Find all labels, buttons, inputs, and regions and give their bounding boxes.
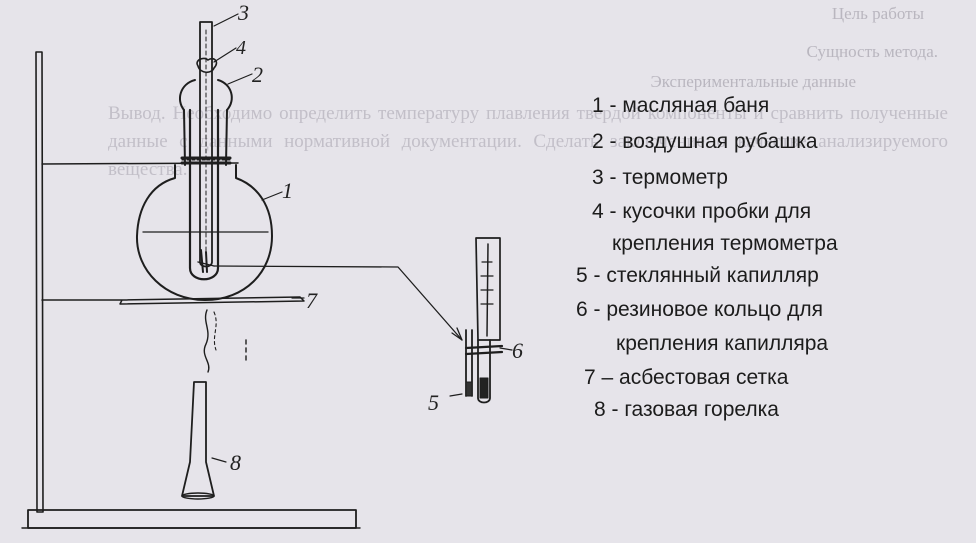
- legend-item-5: 5 - стеклянный капилляр: [576, 264, 819, 287]
- flask-top-bulb: [179, 79, 233, 111]
- bleed-heading-1: Цель работы: [831, 4, 924, 23]
- gas-burner: [181, 381, 215, 497]
- legend-item-7: 7 – асбестовая сетка: [584, 366, 789, 389]
- legend-item-1: 1 - масляная баня: [592, 94, 770, 117]
- capillary-in-bath: [200, 249, 208, 273]
- legend-item-8: 8 - газовая горелка: [594, 398, 779, 421]
- burner-flame: [203, 309, 210, 373]
- callout-4: 4: [236, 37, 246, 59]
- callout-2: 2: [252, 62, 263, 87]
- callout-6: 6: [512, 338, 523, 363]
- zoom-thermometer: [475, 237, 501, 341]
- legend-item-6: 6 - резиновое кольцо для: [576, 298, 824, 321]
- stand-rod: [35, 51, 44, 513]
- air-jacket-tube: [188, 108, 220, 281]
- callout-7: 7: [306, 288, 318, 313]
- legend-item-4-cont: крепления термометра: [612, 232, 838, 255]
- callout-5: 5: [428, 390, 439, 415]
- legend-item-3: 3 - термометр: [592, 166, 728, 189]
- legend-item-2: 2 - воздушная рубашка: [592, 130, 818, 153]
- asbestos-gauze: [41, 296, 305, 305]
- bleed-heading-2: Сущность метода.: [806, 42, 938, 61]
- callout-3: 3: [237, 0, 249, 25]
- stand-base: [27, 509, 357, 529]
- bleed-heading-3: Экспериментальные данные: [650, 72, 857, 91]
- flask-neck: [183, 109, 228, 166]
- legend-item-4: 4 - кусочки пробки для: [592, 200, 812, 223]
- oil-bath-flask: [135, 164, 273, 301]
- bleed-paragraph: Вывод. Необходимо определить температуру…: [108, 103, 948, 180]
- zoom-pointer-line: [213, 265, 463, 341]
- legend-item-6-cont: крепления капилляра: [616, 332, 829, 355]
- callout-1: 1: [282, 178, 293, 203]
- callout-8: 8: [230, 450, 241, 475]
